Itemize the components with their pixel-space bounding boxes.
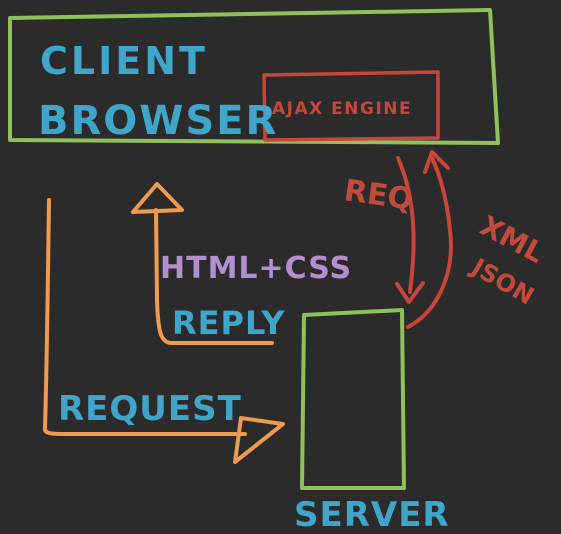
ajax-engine-label: AJAX ENGINE — [272, 99, 412, 119]
request-arrow-line — [42, 198, 247, 436]
xml-json-arrow-line — [406, 156, 453, 329]
server-label: SERVER — [294, 495, 450, 534]
xml-json-arrow-head — [423, 150, 450, 174]
ajax-engine-box — [262, 70, 440, 142]
request-arrow-head — [233, 416, 285, 464]
request-label: REQUEST — [58, 389, 242, 429]
reply-label: REPLY — [172, 304, 286, 342]
client-browser-box — [8, 8, 500, 145]
client-label: CLIENT — [40, 39, 208, 83]
req-arrow-line — [396, 156, 416, 294]
req-arrow-head — [395, 281, 425, 304]
browser-label: BROWSER — [38, 98, 278, 144]
html-css-label: HTML+CSS — [160, 251, 352, 286]
reply-arrow-head — [131, 182, 184, 214]
reply-arrow-line — [154, 208, 274, 345]
server-box — [300, 308, 406, 490]
